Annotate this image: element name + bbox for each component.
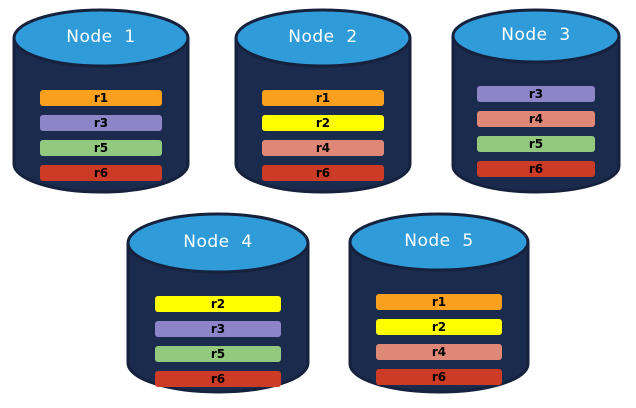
replica-bar-list: r1 r3 r5 r6 [12,90,190,181]
replica-bar-r4[interactable]: r4 [477,111,595,127]
replica-bar-r6[interactable]: r6 [155,371,281,387]
cylinder-top-ellipse [451,8,621,64]
replica-bar-r2[interactable]: r2 [376,319,502,335]
replica-bar-r5[interactable]: r5 [40,140,162,156]
replica-bar-r1[interactable]: r1 [40,90,162,106]
replica-bar-r5[interactable]: r5 [477,136,595,152]
replica-bar-r4[interactable]: r4 [376,344,502,360]
replica-bar-r6[interactable]: r6 [376,369,502,385]
cylinder-top-ellipse [12,8,190,68]
cylinder-top-ellipse [348,212,530,272]
cylinder-top-ellipse [126,212,310,274]
replica-bar-list: r2 r3 r5 r6 [126,296,310,387]
replica-bar-r6[interactable]: r6 [40,165,162,181]
replica-bar-r2[interactable]: r2 [155,296,281,312]
replica-bar-r3[interactable]: r3 [40,115,162,131]
replica-bar-r6[interactable]: r6 [477,161,595,177]
replica-bar-r1[interactable]: r1 [376,294,502,310]
replica-bar-r6[interactable]: r6 [262,165,384,181]
replica-bar-r3[interactable]: r3 [155,321,281,337]
replica-bar-r5[interactable]: r5 [155,346,281,362]
cylinder-top-ellipse [234,8,412,68]
replica-bar-r4[interactable]: r4 [262,140,384,156]
replica-bar-r2[interactable]: r2 [262,115,384,131]
replica-bar-list: r3 r4 r5 r6 [451,86,621,177]
replica-bar-r3[interactable]: r3 [477,86,595,102]
replica-bar-r1[interactable]: r1 [262,90,384,106]
replica-bar-list: r1 r2 r4 r6 [348,294,530,385]
replica-bar-list: r1 r2 r4 r6 [234,90,412,181]
